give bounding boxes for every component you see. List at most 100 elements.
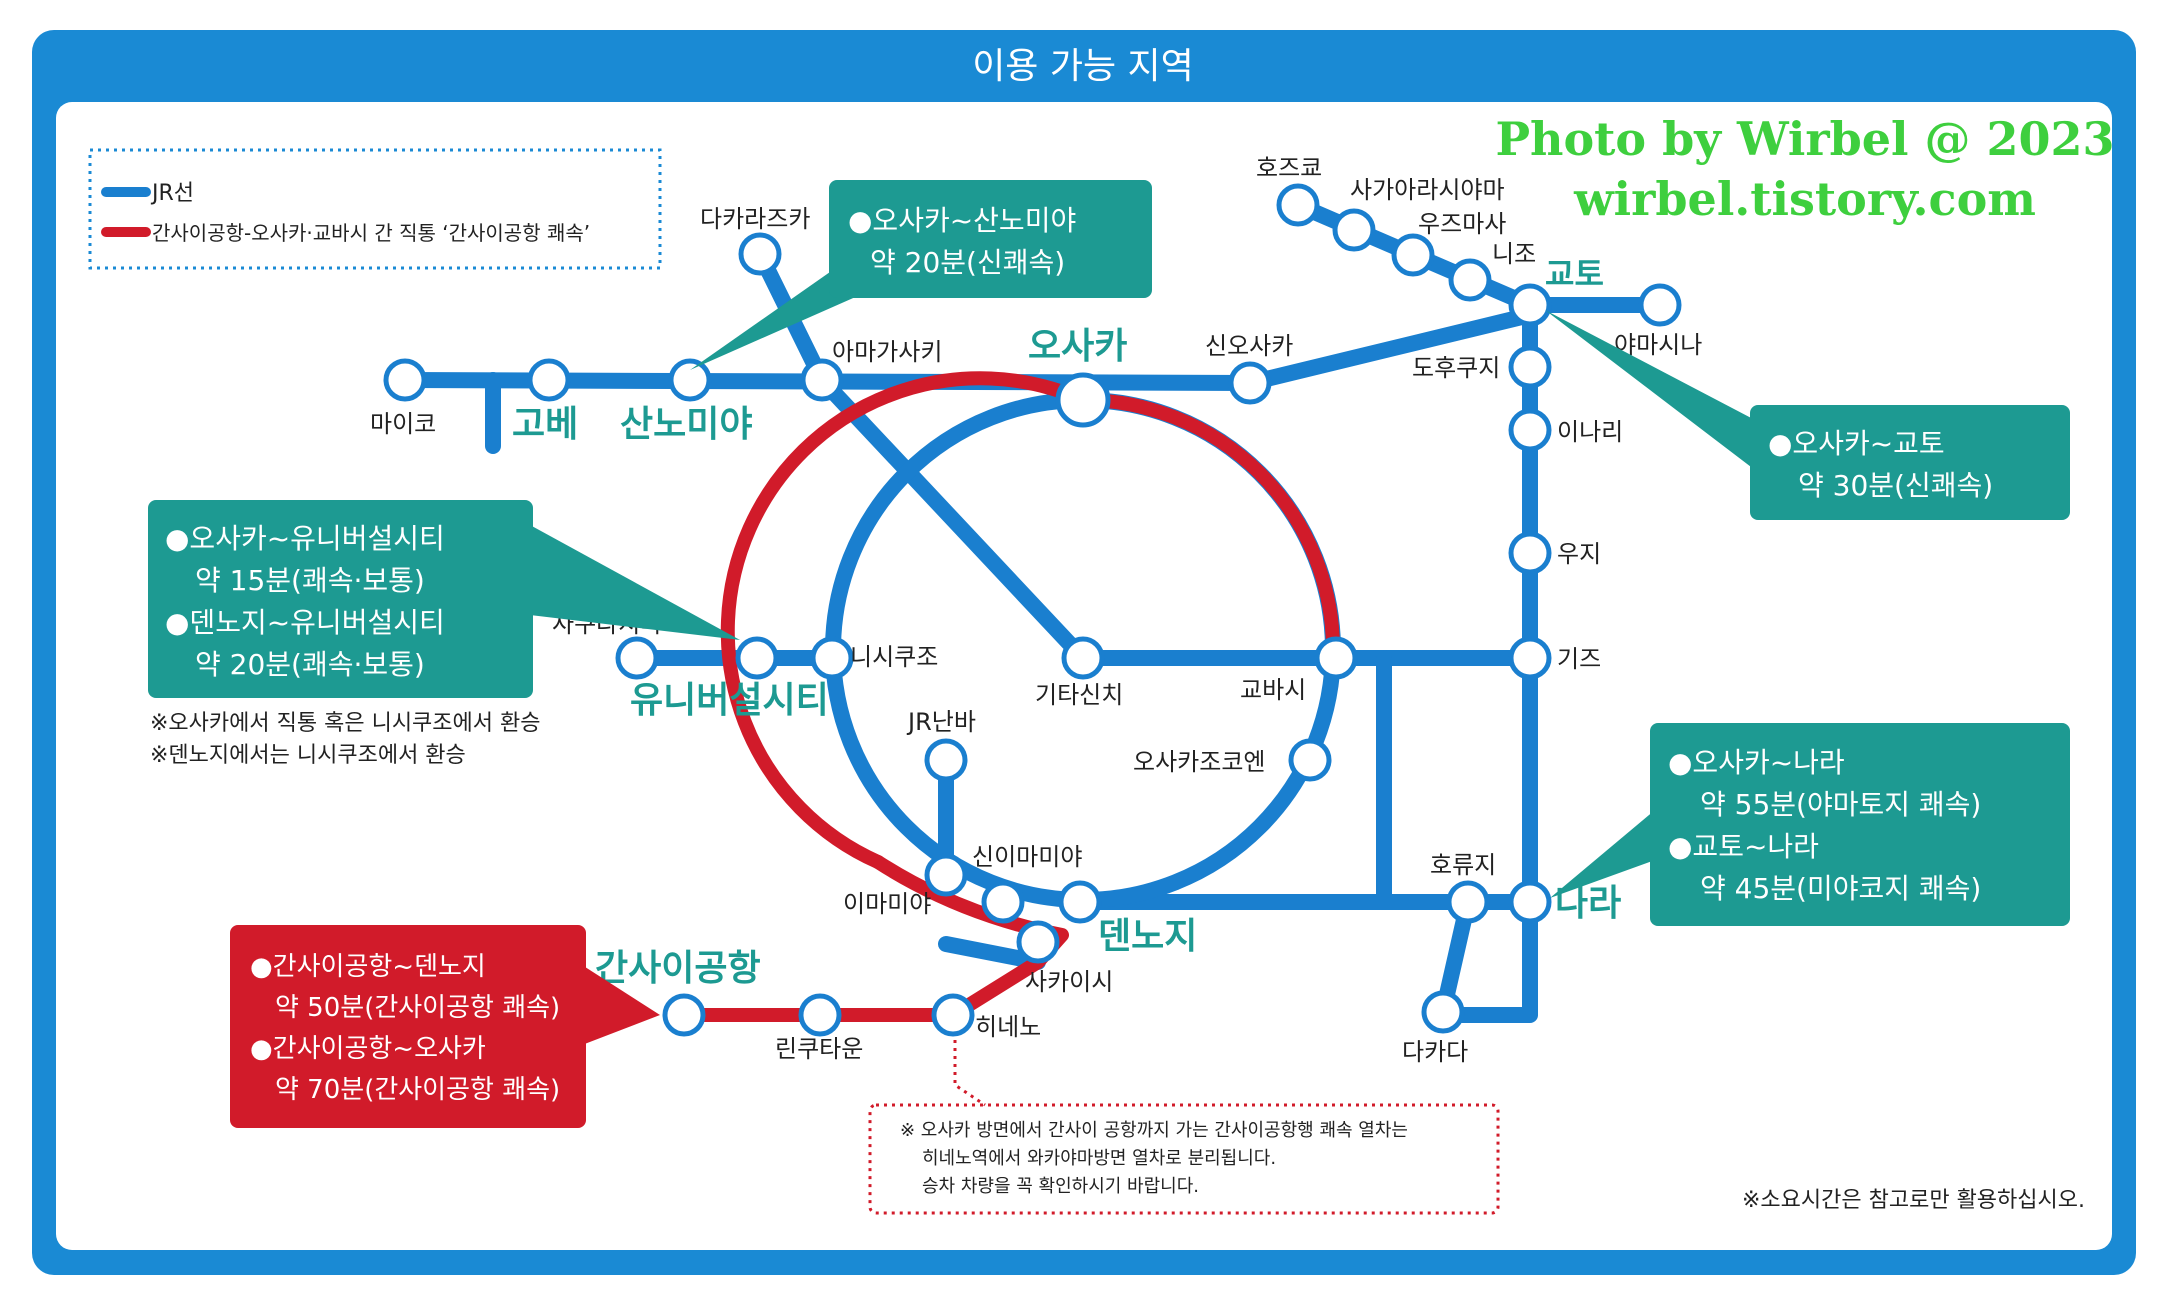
callout-nara-pointer bbox=[1550, 810, 1655, 898]
line-hanwa-stub bbox=[938, 936, 1046, 970]
label-shin-osaka: 신오사카 bbox=[1205, 332, 1293, 360]
label-shin-imamiya: 신이마미야 bbox=[972, 843, 1082, 871]
label-saga-arashiyama: 사가아라시야마 bbox=[1350, 176, 1505, 204]
info-box-nara bbox=[1650, 723, 2070, 926]
footer-note: ※소요시간은 참고로만 활용하십시오. bbox=[1742, 1188, 2085, 1213]
note-hineno-2: 히네노역에서 와카야마방면 열차로 분리됩니다. bbox=[922, 1148, 1276, 1169]
station-rinku-town bbox=[798, 993, 842, 1037]
station-maiko bbox=[383, 358, 427, 402]
label-tofukuji: 도후쿠지 bbox=[1412, 354, 1500, 382]
info-usj-line3: ●덴노지~유니버설시티 bbox=[165, 606, 445, 639]
label-nishikujo: 니시쿠조 bbox=[850, 643, 938, 671]
label-sannomiya: 산노미야 bbox=[620, 404, 752, 445]
label-imamiya: 이마미야 bbox=[843, 890, 931, 918]
callout-kyoto-pointer bbox=[1545, 310, 1755, 470]
note-usj-2: ※덴노지에서는 니시쿠조에서 환승 bbox=[150, 743, 466, 768]
station-hozukyo bbox=[1276, 183, 1320, 227]
callout-usj-pointer bbox=[530, 525, 740, 640]
info-airport-line4: 약 70분(간사이공항 쾌속) bbox=[275, 1075, 560, 1105]
label-hozukyo: 호즈쿄 bbox=[1256, 154, 1322, 182]
info-usj-line2: 약 15분(쾌속·보통) bbox=[195, 564, 425, 597]
station-osaka bbox=[1055, 372, 1111, 428]
label-nijo: 니조 bbox=[1492, 240, 1536, 268]
info-nara-line2: 약 55분(야마토지 쾌속) bbox=[1700, 788, 1981, 821]
note-hineno-1: ※ 오사카 방면에서 간사이 공항까지 가는 간사이공항행 쾌속 열차는 bbox=[900, 1120, 1408, 1141]
page-title: 이용 가능 지역 bbox=[972, 46, 1194, 87]
info-airport-line2: 약 50분(간사이공항 쾌속) bbox=[275, 993, 560, 1023]
label-tennoji: 덴노지 bbox=[1098, 916, 1197, 957]
label-kizu: 기즈 bbox=[1557, 645, 1601, 673]
major-station-labels: 오사카 교토 고베 산노미야 유니버설시티 나라 덴노지 간사이공항 bbox=[512, 255, 1621, 989]
info-kyoto-line2: 약 30분(신쾌속) bbox=[1798, 469, 1993, 502]
station-labels: 마이코 다카라즈카 아마가사키 신오사카 호즈쿄 사가아라시야마 우즈마사 니조… bbox=[370, 154, 1702, 1066]
haruka-airport-route bbox=[677, 855, 1069, 1022]
watermark-line1: Photo by Wirbel @ 2023 bbox=[1495, 112, 2114, 166]
watermark-line2: wirbel.tistory.com bbox=[1573, 172, 2036, 226]
station-sakai bbox=[1016, 920, 1060, 964]
info-sannomiya-line2: 약 20분(신쾌속) bbox=[870, 246, 1065, 279]
info-nara-line3: ●교토~나라 bbox=[1668, 830, 1819, 863]
info-nara-line1: ●오사카~나라 bbox=[1668, 746, 1845, 779]
red-line-station-markers bbox=[662, 372, 1358, 1037]
haruka-line bbox=[677, 371, 1340, 1022]
label-kyoto: 교토 bbox=[1545, 255, 1604, 293]
station-sannomiya bbox=[668, 358, 712, 402]
station-kansai-airport bbox=[662, 993, 706, 1037]
station-uji bbox=[1508, 531, 1552, 575]
label-inari: 이나리 bbox=[1557, 418, 1623, 446]
label-sakai: 사카이시 bbox=[1025, 968, 1113, 996]
info-box-usj bbox=[148, 500, 533, 698]
haruka-loop-west bbox=[720, 371, 1090, 869]
label-kyobashi: 교바시 bbox=[1240, 676, 1306, 704]
station-saga-arashiyama bbox=[1332, 208, 1376, 252]
station-kizu bbox=[1508, 636, 1552, 680]
label-hineno: 히네노 bbox=[975, 1013, 1041, 1041]
station-hineno bbox=[931, 993, 975, 1037]
station-nijo bbox=[1448, 258, 1492, 302]
station-kitashinchi bbox=[1061, 636, 1105, 680]
label-amagasaki: 아마가사키 bbox=[832, 338, 942, 366]
info-kyoto-line1: ●오사카~교토 bbox=[1768, 427, 1945, 460]
note-usj-1: ※오사카에서 직통 혹은 니시쿠조에서 환승 bbox=[150, 711, 541, 736]
station-universal-city bbox=[735, 636, 779, 680]
label-uji: 우지 bbox=[1557, 540, 1601, 568]
info-box-airport bbox=[230, 925, 586, 1128]
info-box-sannomiya bbox=[829, 180, 1152, 298]
label-universal-city: 유니버설시티 bbox=[630, 680, 829, 721]
info-airport-line1: ●간사이공항~덴노지 bbox=[250, 952, 486, 982]
station-osakajokoen bbox=[1288, 738, 1332, 782]
station-sakurajima bbox=[615, 636, 659, 680]
label-kitashinchi: 기타신치 bbox=[1035, 681, 1123, 709]
callout-sannomiya-pointer bbox=[690, 272, 860, 370]
station-kyobashi bbox=[1314, 636, 1358, 680]
station-jr-namba bbox=[924, 738, 968, 782]
station-nara bbox=[1508, 880, 1552, 924]
station-amagasaki bbox=[800, 358, 844, 402]
label-takada: 다카다 bbox=[1402, 1038, 1468, 1066]
label-osaka: 오사카 bbox=[1028, 326, 1127, 367]
info-usj-line4: 약 20분(쾌속·보통) bbox=[195, 648, 425, 681]
label-takarazuka: 다카라즈카 bbox=[700, 205, 810, 233]
info-sannomiya-line1: ●오사카~산노미야 bbox=[848, 204, 1076, 237]
station-takarazuka bbox=[738, 232, 782, 276]
label-kansai-airport: 간사이공항 bbox=[595, 948, 761, 989]
info-usj-line1: ●오사카~유니버설시티 bbox=[165, 522, 445, 555]
station-markers bbox=[383, 183, 1682, 1034]
station-shin-osaka bbox=[1228, 361, 1272, 405]
station-kobe bbox=[527, 358, 571, 402]
station-kyoto bbox=[1508, 283, 1552, 327]
station-imamiya bbox=[981, 880, 1025, 924]
label-rinku-town: 린쿠타운 bbox=[775, 1035, 863, 1063]
label-horyuji: 호류지 bbox=[1430, 851, 1496, 879]
haruka-loop-east bbox=[1076, 393, 1340, 657]
info-box-kyoto bbox=[1750, 405, 2070, 520]
station-inari bbox=[1508, 408, 1552, 452]
label-maiko: 마이코 bbox=[370, 410, 436, 438]
label-osakajokoen: 오사카조코엔 bbox=[1133, 748, 1265, 776]
label-kobe: 고베 bbox=[512, 404, 578, 445]
label-uzumasa: 우즈마사 bbox=[1418, 210, 1506, 238]
station-tennoji bbox=[1058, 880, 1102, 924]
station-takada bbox=[1421, 990, 1465, 1034]
